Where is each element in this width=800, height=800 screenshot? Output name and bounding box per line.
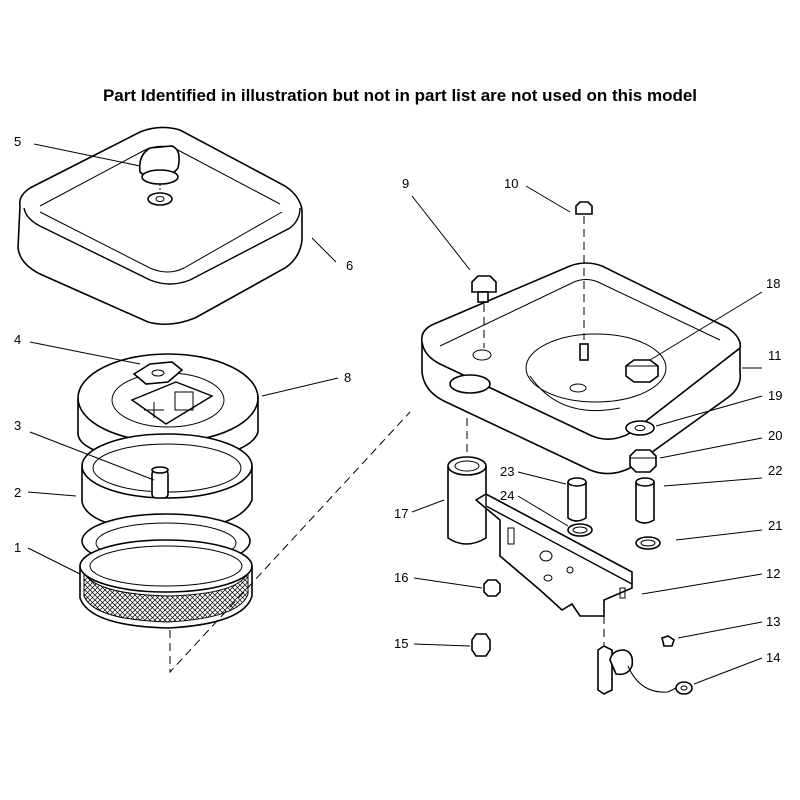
part-11-base <box>420 262 742 475</box>
part-18-nut <box>625 359 659 383</box>
callout-18: 18 <box>766 276 780 291</box>
callout-labels: 5 6 4 8 3 2 1 9 10 18 11 19 20 22 21 23 … <box>14 134 782 665</box>
part-16-nut <box>483 579 501 597</box>
part-22-hose <box>635 477 655 524</box>
callout-14: 14 <box>766 650 780 665</box>
part-21-clamp <box>635 536 661 550</box>
part-23-hose <box>567 477 587 522</box>
callout-13: 13 <box>766 614 780 629</box>
callout-15: 15 <box>394 636 408 651</box>
part-1-filter-element <box>79 513 253 629</box>
callout-8: 8 <box>344 370 351 385</box>
callout-2: 2 <box>14 485 21 500</box>
part-12-bracket <box>474 493 633 617</box>
callout-16: 16 <box>394 570 408 585</box>
callout-24: 24 <box>500 488 514 503</box>
part-4-wing-nut <box>132 361 184 385</box>
part-9-bolt <box>471 275 497 348</box>
callout-6: 6 <box>346 258 353 273</box>
callout-5: 5 <box>14 134 21 149</box>
part-5-knob <box>138 145 180 206</box>
part-13-screw <box>661 635 675 647</box>
callout-11: 11 <box>768 348 782 363</box>
part-2-precleaner <box>81 433 253 533</box>
callout-4: 4 <box>14 332 21 347</box>
part-15-nut <box>471 633 491 657</box>
callout-9: 9 <box>402 176 409 191</box>
callout-10: 10 <box>504 176 518 191</box>
part-3-stud <box>151 466 169 499</box>
part-19-washer <box>625 420 655 436</box>
part-24-clamp <box>567 523 593 537</box>
callout-23: 23 <box>500 464 514 479</box>
part-10-screw <box>575 201 593 340</box>
part-20-nut <box>629 449 657 473</box>
callout-22: 22 <box>768 463 782 478</box>
leader-lines <box>27 143 763 685</box>
callout-19: 19 <box>768 388 782 403</box>
part-14-switch-assembly <box>597 616 693 695</box>
part-6-cover <box>17 126 303 326</box>
callout-1: 1 <box>14 540 21 555</box>
callout-17: 17 <box>394 506 408 521</box>
callout-3: 3 <box>14 418 21 433</box>
part-17-tube <box>447 418 487 545</box>
diagram-title: Part Identified in illustration but not … <box>102 86 698 105</box>
callout-12: 12 <box>766 566 780 581</box>
callout-20: 20 <box>768 428 782 443</box>
callout-21: 21 <box>768 518 782 533</box>
